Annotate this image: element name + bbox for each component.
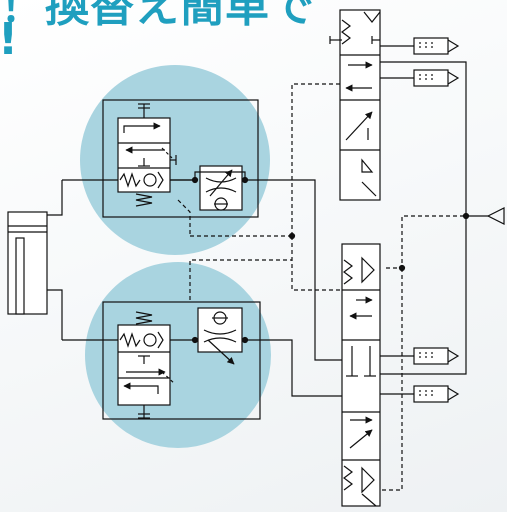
page-headline: ！換替え簡単で [0, 0, 315, 32]
lower-unit-frame [102, 301, 261, 420]
air-supply-triangle [486, 207, 505, 225]
lower-valve-unit-highlight [85, 262, 271, 448]
silencer-3 [413, 347, 460, 365]
silencer-2 [413, 69, 460, 87]
upper-5-port-valve [339, 9, 381, 201]
silencer-4 [413, 385, 460, 403]
lower-5-port-valve [341, 243, 381, 507]
double-acting-cylinder [7, 211, 48, 315]
headline-exclamation: ! [0, 14, 19, 65]
silencer-1 [413, 37, 460, 55]
upper-unit-frame [102, 99, 259, 218]
lower-pilot-check-valve [117, 324, 171, 406]
